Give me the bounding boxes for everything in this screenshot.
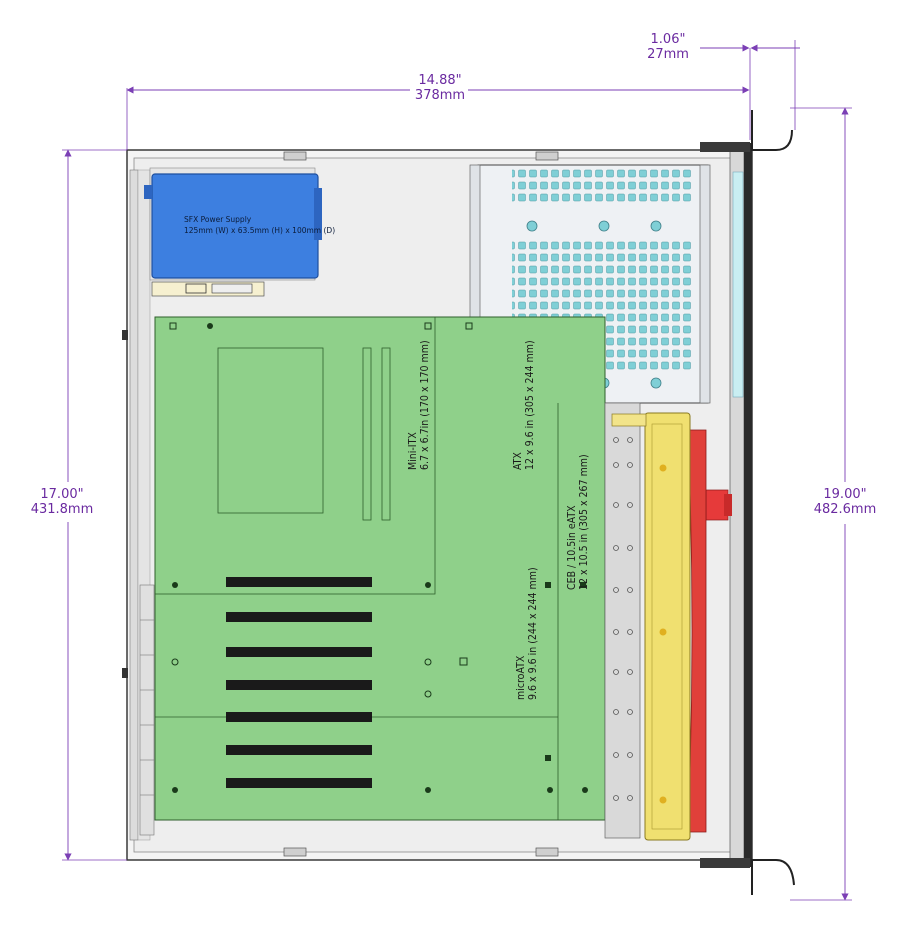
sfx-power-supply: SFX Power Supply 125mm (W) x 63.5mm (H) …: [144, 167, 335, 297]
depth-right-mm: 482.6mm: [814, 502, 877, 517]
mount-holes: [169, 322, 588, 793]
micro-atx-label: microATX: [515, 655, 527, 700]
pcie-slots: [226, 577, 372, 788]
motherboard: Mini-ITX 6.7 x 6.7in (170 x 170 mm) ATX …: [154, 316, 606, 821]
dimension-width: 14.88" 378mm: [126, 48, 751, 150]
dimension-depth-left: 17.00" 431.8mm: [31, 149, 127, 861]
dimension-flange: 1.06" 27mm: [647, 32, 800, 130]
width-mm: 378mm: [415, 88, 465, 103]
psu-label-line2: 125mm (W) x 63.5mm (H) x 100mm (D): [184, 226, 335, 235]
ceb-label: CEB / 10.5in eATX: [566, 505, 578, 590]
front-panel: [700, 110, 795, 895]
mini-itx-size: 6.7 x 6.7in (170 x 170 mm): [419, 340, 431, 470]
flange-inches: 1.06": [651, 32, 686, 47]
flange-mm: 27mm: [647, 47, 689, 62]
psu-label-line1: SFX Power Supply: [184, 215, 252, 224]
micro-atx-size: 9.6 x 9.6 in (244 x 244 mm): [527, 567, 539, 700]
fan-assembly: [604, 402, 707, 841]
mini-itx-label: Mini-ITX: [407, 432, 419, 470]
atx-label: ATX: [512, 452, 524, 470]
depth-left-mm: 431.8mm: [31, 502, 94, 517]
atx-size: 12 x 9.6 in (305 x 244 mm): [524, 340, 536, 470]
width-inches: 14.88": [418, 73, 461, 88]
dimension-depth-right: 19.00" 482.6mm: [790, 107, 877, 901]
depth-left-inches: 17.00": [40, 487, 83, 502]
ceb-size: 12 x 10.5 in (305 x 267 mm): [578, 454, 590, 590]
depth-right-inches: 19.00": [823, 487, 866, 502]
